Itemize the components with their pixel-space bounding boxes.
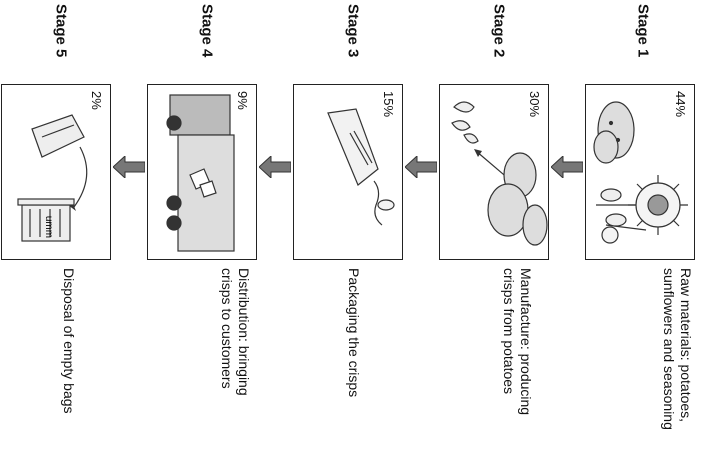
stage-3-title: Stage 3 [338,4,368,74]
flow-arrow-icon [113,156,145,178]
stage-3-box: 15% [293,84,403,260]
stage-4-box: 9% [147,84,257,260]
bin-label: umm [43,216,54,238]
arrow-icon [74,147,87,207]
stage-4-description: Distribution: bringing crisps to custome… [218,268,252,468]
crisp-packet-illustration [294,85,402,259]
potato-icon [594,102,634,163]
potato-icon [488,153,547,245]
stage-5-description: Disposal of empty bags [60,268,77,468]
stage-5-box: 2% umm [1,84,111,260]
stage-1-title: Stage 1 [628,4,658,74]
stage-5-title: Stage 5 [46,4,76,74]
delivery-truck-illustration [148,85,256,259]
stage-3-description: Packaging the crisps [345,268,362,468]
truck-icon [167,95,234,251]
crisps-icon [452,102,478,143]
sunflower-icon [596,175,688,243]
disposal-illustration: umm [2,85,110,259]
stage-2-box: 30% [439,84,549,260]
stage-2-description: Manufacture: producing crisps from potat… [500,268,534,468]
stage-1-description: Raw materials: potatoes, sunflowers and … [660,268,694,468]
empty-bag-icon [32,115,84,157]
stage-2-title: Stage 2 [484,4,514,74]
crisp-packet-icon [328,109,394,225]
flow-arrow-icon [551,156,583,178]
crisps-from-potatoes-illustration [440,85,548,259]
stage-4-title: Stage 4 [192,4,222,74]
potatoes-sunflower-illustration [586,85,694,259]
flow-arrow-icon [405,156,437,178]
stage-1-box: 44% [585,84,695,260]
flow-arrow-icon [259,156,291,178]
